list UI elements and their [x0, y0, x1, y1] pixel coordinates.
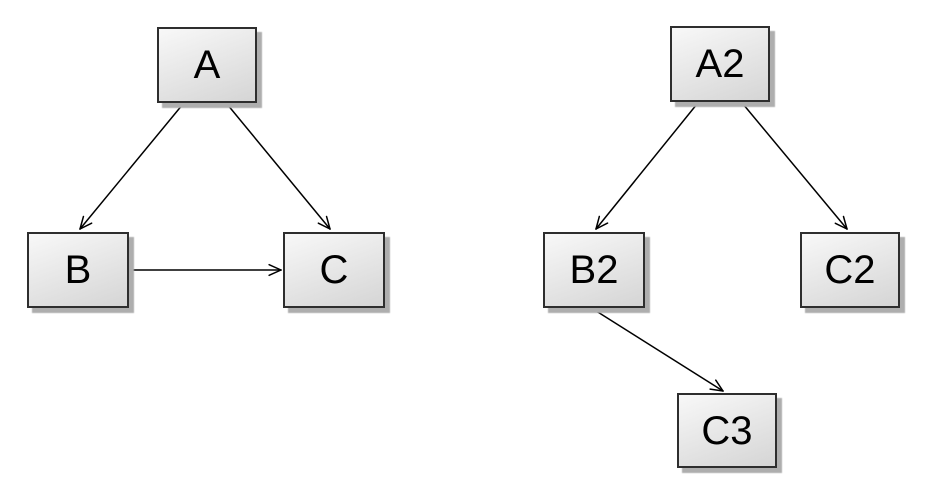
- node-B2-label: B2: [569, 248, 619, 292]
- node-A2[interactable]: A2: [670, 26, 770, 102]
- node-B2[interactable]: B2: [543, 232, 645, 308]
- node-C3-label: C3: [701, 408, 753, 453]
- node-A2-label: A2: [695, 42, 745, 86]
- node-B-label: B: [64, 248, 92, 292]
- node-C2-label: C2: [824, 248, 876, 292]
- node-C3[interactable]: C3: [677, 393, 777, 468]
- edge-B2-to-C3: [592, 308, 724, 392]
- node-C-label: C: [319, 248, 349, 292]
- node-C2[interactable]: C2: [800, 232, 900, 308]
- edge-A-to-C: [226, 103, 331, 230]
- node-B[interactable]: B: [27, 232, 129, 308]
- edge-B-to-C: [129, 263, 282, 277]
- node-C[interactable]: C: [283, 232, 385, 308]
- node-A[interactable]: A: [157, 27, 257, 103]
- edge-A-to-B: [79, 103, 184, 230]
- node-A-label: A: [193, 43, 221, 87]
- edge-A2-to-B2: [595, 103, 698, 230]
- edge-A2-to-C2: [742, 103, 848, 230]
